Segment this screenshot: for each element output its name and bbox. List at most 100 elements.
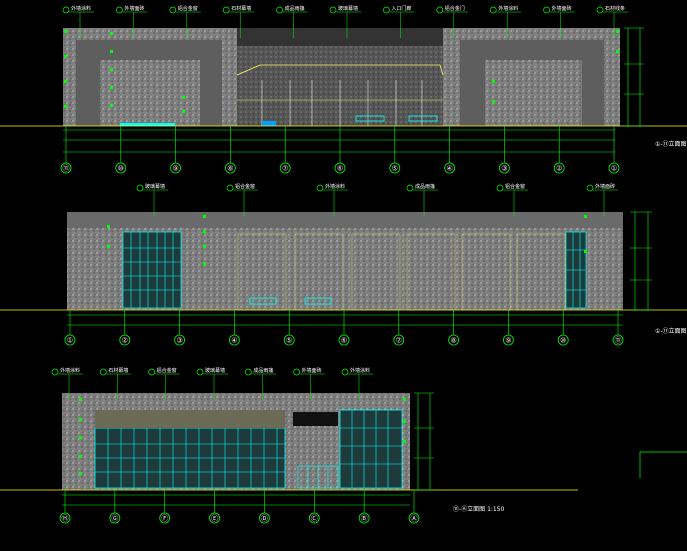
axis-bubble [209, 512, 220, 524]
note-bubble [341, 368, 349, 376]
axis-bubble [228, 334, 240, 346]
note-text: 外墙面砖 [124, 5, 144, 12]
elev1-left-frame-panel [76, 40, 222, 126]
axis-bubble [608, 162, 620, 174]
note-bubble [596, 6, 604, 14]
note-bubble [148, 368, 156, 376]
axis-label: ① [67, 337, 73, 345]
note-text: 玻璃幕墙 [338, 5, 358, 12]
note-bubble [316, 184, 324, 192]
note-text: 外墙涂料 [71, 5, 91, 12]
axis-label: ⑥ [337, 165, 343, 173]
elevation-1 [0, 27, 687, 153]
axis-bubble [159, 512, 171, 524]
axis-bubble [502, 334, 514, 346]
note-text: 成品雨篷 [285, 5, 305, 12]
note-text: 外墙面砖 [302, 367, 322, 374]
note-bubble [276, 6, 283, 14]
note-bubble [496, 184, 504, 192]
axis-label: ⑪ [63, 165, 70, 173]
axis-label: Ⓑ [361, 515, 368, 523]
note-bubble [406, 184, 414, 192]
axis-bubble [553, 162, 565, 174]
axis-bubble [498, 162, 510, 174]
axis-label: Ⓖ [111, 515, 118, 523]
axis-label: ⑥ [341, 337, 347, 345]
axis-label: Ⓗ [62, 515, 69, 523]
axis-label: ⑨ [505, 337, 511, 345]
axis-label: ⑧ [450, 337, 456, 345]
note-text: 外墙面砖 [552, 5, 572, 12]
note-text: 石材线条 [605, 5, 625, 12]
note-text: 外墙涂料 [325, 183, 345, 190]
note-text: 铝合金窗 [505, 183, 525, 190]
elevation-2 [0, 211, 687, 326]
axis-label: ② [122, 337, 128, 345]
axis-bubble [283, 334, 295, 346]
axis-label: ⑩ [118, 165, 124, 173]
note-text: 外墙面砖 [595, 183, 615, 190]
axis-label: ⑤ [286, 337, 292, 345]
note-text: 铝合金窗 [178, 5, 198, 12]
axis-bubble [408, 512, 420, 524]
note-text: 外墙涂料 [350, 367, 370, 374]
leader-notes: 外墙涂料外墙面砖铝合金窗石材幕墙成品雨篷玻璃幕墙入口门廊铝合金门外墙涂料外墙面砖… [51, 5, 628, 400]
axis-bubble [170, 162, 182, 174]
note-bubble [226, 184, 234, 192]
note-bubble [136, 184, 144, 192]
note-bubble [99, 368, 107, 376]
axis-bubble [119, 334, 131, 346]
elev1-canopy [236, 64, 444, 76]
note-bubble [329, 6, 337, 14]
elev3-curtain-wall-right [339, 409, 403, 489]
axis-label: ⑨ [172, 165, 178, 173]
note-text: 石材幕墙 [108, 367, 128, 374]
elev1-right-frame-panel [460, 40, 604, 126]
note-text: 成品雨篷 [415, 183, 435, 190]
axis-bubble [59, 512, 71, 524]
axis-bubble [444, 162, 456, 174]
note-bubble [436, 6, 444, 14]
axis-bubble [279, 162, 291, 174]
axis-bubble [174, 334, 186, 346]
note-bubble [383, 6, 390, 14]
note-bubble [116, 6, 123, 14]
axis-bubble [60, 162, 72, 174]
note-text: 玻璃幕墙 [145, 183, 165, 190]
elev2-caption: ①-⑪立面图 [655, 327, 687, 335]
axis-label: ① [611, 165, 617, 173]
axis-label: ③ [176, 337, 182, 345]
axis-label: Ⓔ [211, 515, 218, 523]
axis-label: ④ [446, 165, 452, 173]
axis-label: ⑧ [227, 165, 233, 173]
note-bubble [586, 184, 594, 192]
axis-label: ⑦ [282, 165, 288, 173]
elev1-caption: ①-⑪立面图 [655, 140, 687, 148]
axis-bubble [259, 512, 270, 524]
note-text: 外墙涂料 [60, 367, 80, 374]
elev2-curtain-wall-left [122, 231, 182, 309]
note-text: 玻璃幕墙 [205, 367, 225, 374]
axis-bubble [338, 334, 350, 346]
axis-bubble [393, 334, 405, 346]
elevation-3 [0, 392, 687, 506]
note-text: 铝合金门 [445, 5, 465, 12]
note-bubble [244, 368, 252, 376]
axis-bubble [448, 334, 460, 346]
axis-bubble [109, 512, 121, 524]
note-text: 成品雨篷 [253, 367, 273, 374]
axis-label: Ⓐ [411, 515, 418, 523]
axis-label: ⑩ [560, 337, 566, 345]
note-text: 外墙涂料 [498, 5, 518, 12]
elev3-caption: ⑪-Ⓐ立面图 1:150 [453, 505, 505, 513]
axis-bubble [224, 162, 236, 174]
axis-bubble [557, 334, 569, 346]
axis-bubble [389, 162, 401, 174]
axis-label: ⑦ [396, 337, 402, 345]
note-text: 铝合金窗 [157, 367, 177, 374]
axis-bubble [64, 334, 76, 346]
note-bubble [51, 368, 59, 376]
note-bubble [489, 6, 497, 14]
